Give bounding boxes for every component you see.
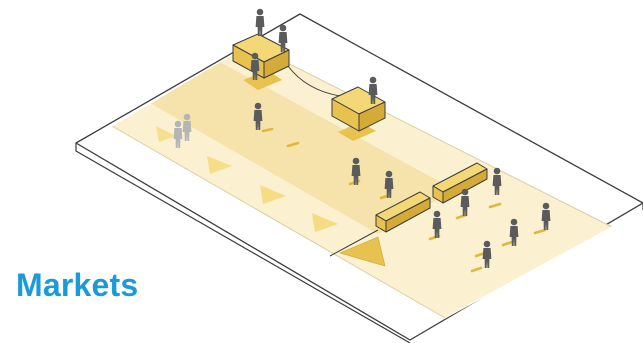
slab-edge-left xyxy=(75,143,411,343)
string-lights xyxy=(287,65,341,97)
triangle-marker-icon xyxy=(339,236,386,267)
crowd-barrier-icon xyxy=(375,191,431,233)
triangle-marker-icon xyxy=(156,126,176,142)
triangle-marker-icon xyxy=(312,213,338,232)
zone-edge-near xyxy=(111,125,446,319)
stall-mat xyxy=(243,70,282,90)
market-stall-icon xyxy=(331,86,386,132)
triangle-marker-icon xyxy=(207,156,232,174)
triangle-marker-icon xyxy=(260,185,286,204)
zone-edge-top xyxy=(111,43,251,127)
zone-edge-far xyxy=(249,43,613,228)
zone-edge-bottom xyxy=(444,226,613,319)
curb-line xyxy=(329,229,379,257)
page-title: Markets xyxy=(16,267,139,303)
person-icon xyxy=(255,8,265,36)
vending-lane xyxy=(150,62,455,234)
crowd-barrier-icon xyxy=(432,162,488,204)
